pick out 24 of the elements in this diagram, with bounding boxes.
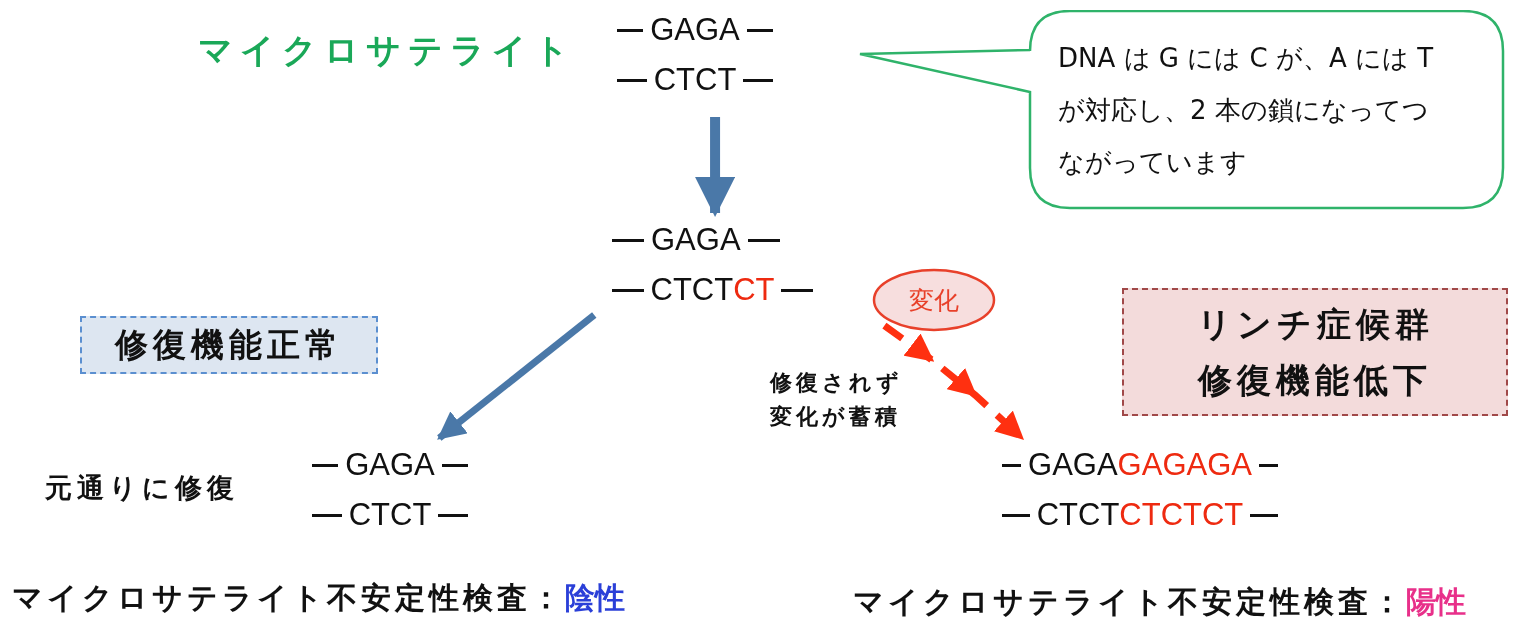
label-box: リンチ症候群 修復機能低下 (1122, 288, 1508, 416)
result-value: 陽性 (1406, 583, 1466, 619)
base-sequence: GAGAGA (1117, 447, 1252, 483)
result-text: マイクロサテライト不安定性検査： (12, 579, 565, 617)
title-text: マイクロサテライト (198, 29, 576, 72)
base-sequence: CTCTCT (1119, 497, 1244, 533)
result-text: マイクロサテライト不安定性検査： (853, 583, 1406, 619)
result-value: 陰性 (565, 579, 625, 617)
base-sequence: GAGA (650, 12, 740, 48)
arrow (437, 312, 597, 441)
change-ellipse: 変化 (872, 268, 996, 332)
base-sequence: CTCT (653, 62, 737, 98)
base-sequence: CTCT (650, 272, 734, 308)
bubble-text: DNA は G には C が、A には T が対応し、2 本の鎖になってつながっています (1058, 42, 1435, 179)
base-sequence: CT (733, 272, 775, 308)
base-sequence: CTCT (1036, 497, 1120, 533)
base-sequence: CTCT (348, 497, 432, 533)
base-sequence: GAGA (1028, 447, 1118, 483)
base-sequence: GAGA (345, 447, 435, 483)
note-text: 元通りに修復 (45, 471, 239, 505)
base-sequence: GAGA (651, 222, 741, 258)
arrow (695, 117, 736, 217)
arrow (882, 322, 1025, 441)
label-box: 修復機能正常 (80, 316, 378, 374)
